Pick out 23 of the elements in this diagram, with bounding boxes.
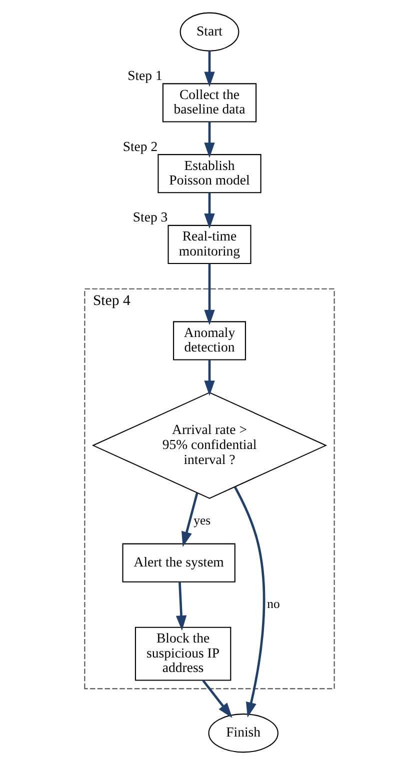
node-box: Real-time monitoring xyxy=(168,224,252,264)
arrow xyxy=(182,492,198,547)
arrow xyxy=(204,51,215,88)
arrow xyxy=(176,582,187,631)
node-box: Establish Poisson model xyxy=(158,154,262,194)
arrow xyxy=(204,192,215,229)
node-ellipse: Start xyxy=(180,12,240,52)
node-box: Alert the system xyxy=(122,543,236,582)
node-box: Block the suspicious IP address xyxy=(134,626,232,681)
node-diamond: Arrival rate > 95% confidential interval ? xyxy=(92,392,328,499)
arrow xyxy=(204,360,215,396)
arrow xyxy=(202,680,232,718)
node-box: Anomaly detection xyxy=(173,321,246,360)
node-label: Step 2 xyxy=(122,138,158,154)
node-label: Step 1 xyxy=(128,68,162,83)
node-ellipse: Finish xyxy=(208,714,278,753)
edge-label: yes xyxy=(194,513,211,528)
arrow xyxy=(234,486,266,718)
node-label: Step 3 xyxy=(132,210,168,225)
arrow xyxy=(204,264,215,326)
node-box: Collect the baseline data xyxy=(162,83,257,122)
edge-label: no xyxy=(267,596,280,611)
arrow xyxy=(204,122,215,158)
